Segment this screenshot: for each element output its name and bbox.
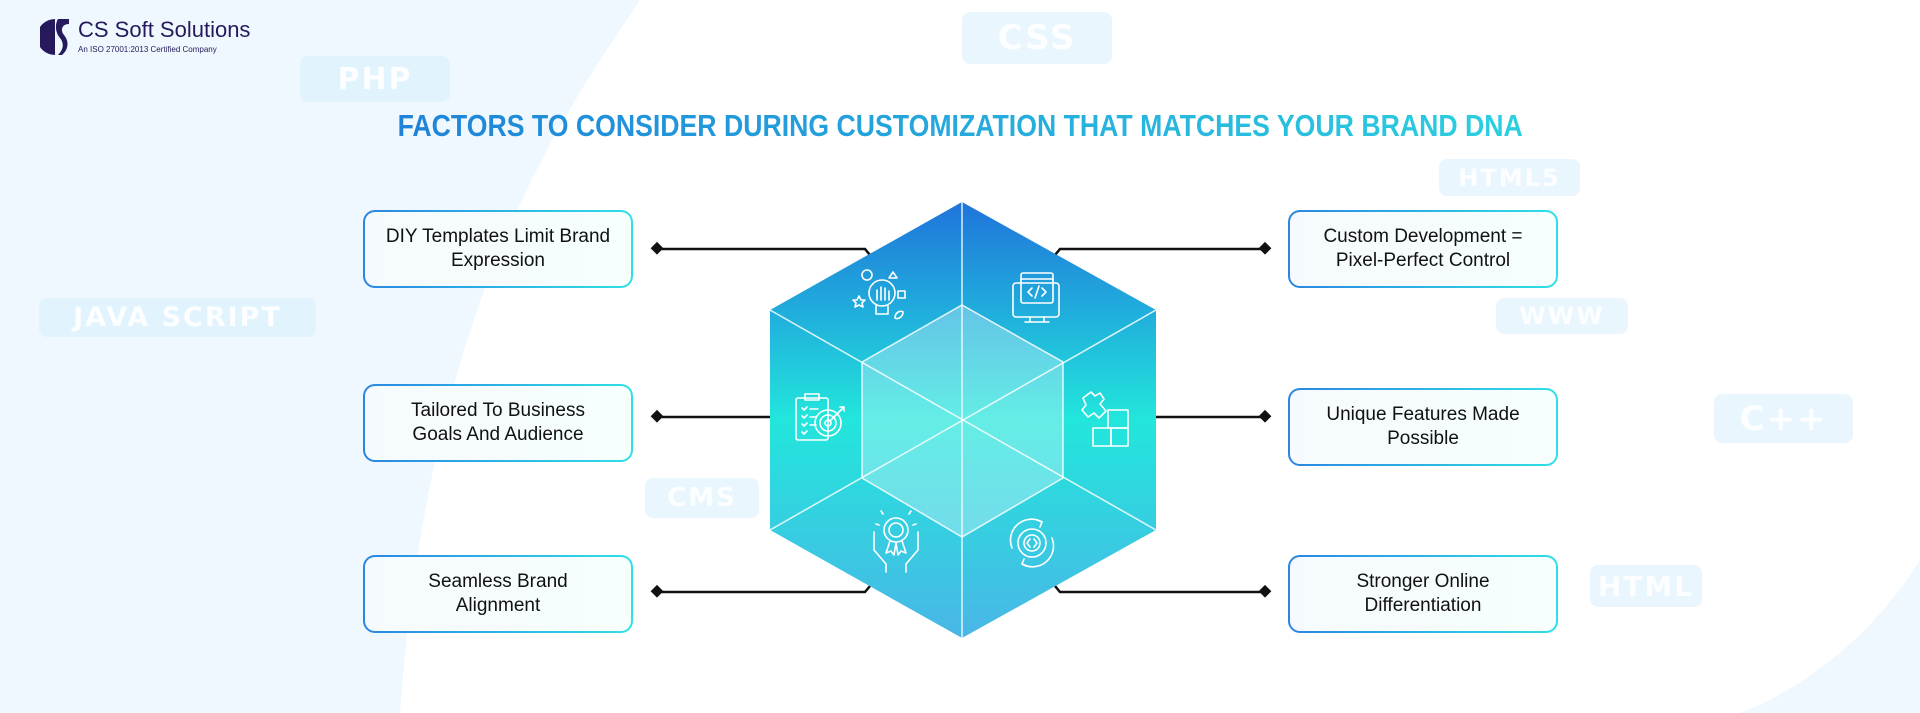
connector-right-1: [1054, 247, 1265, 256]
watermark-www: WWW: [1496, 298, 1628, 334]
brand-logo: CS Soft Solutions An ISO 27001:2013 Cert…: [40, 18, 250, 56]
puzzle-icon: [1081, 391, 1129, 447]
diamond-marker: [1258, 584, 1272, 598]
watermark-cpp: C++: [1714, 394, 1853, 443]
watermark-html: HTML: [1590, 565, 1702, 607]
brand-name: CS Soft Solutions: [78, 17, 251, 42]
diamond-marker: [1258, 241, 1272, 255]
diamond-marker: [650, 584, 664, 598]
watermark-javascript: JAVA SCRIPT: [39, 298, 316, 337]
cs-logo-icon: [40, 19, 69, 55]
diamond-marker: [1258, 409, 1272, 423]
diamond-marker: [650, 409, 664, 423]
diamond-marker: [650, 241, 664, 255]
factor-box-right-1: Custom Development = Pixel-Perfect Contr…: [1288, 210, 1558, 288]
connector-left-1: [657, 247, 871, 256]
factor-box-left-2: Tailored To Business Goals And Audience: [363, 384, 633, 462]
gear-code-cycle-icon: [1009, 518, 1055, 568]
watermark-cms: CMS: [645, 478, 759, 518]
brand-tagline: An ISO 27001:2013 Certified Company: [78, 45, 217, 54]
award-hands-icon: [873, 510, 919, 573]
watermark-php: PHP: [300, 56, 450, 102]
factor-box-right-2: Unique Features Made Possible: [1288, 388, 1558, 466]
monitor-code-icon: [1012, 272, 1060, 323]
page-title: FACTORS TO CONSIDER DURING CUSTOMIZATION…: [397, 108, 1523, 143]
watermark-html5: HTML5: [1439, 159, 1580, 196]
idea-hand-bulb-icon: [852, 269, 906, 320]
connector-right-3: [1054, 585, 1265, 594]
factor-box-left-3: Seamless Brand Alignment: [363, 555, 633, 633]
connector-left-3: [657, 585, 871, 594]
clipboard-target-icon: [795, 393, 845, 441]
watermark-css: CSS: [962, 12, 1112, 64]
connector-lines: [657, 247, 1265, 594]
factor-box-left-1: DIY Templates Limit Brand Expression: [363, 210, 633, 288]
factor-box-right-3: Stronger Online Differentiation: [1288, 555, 1558, 633]
